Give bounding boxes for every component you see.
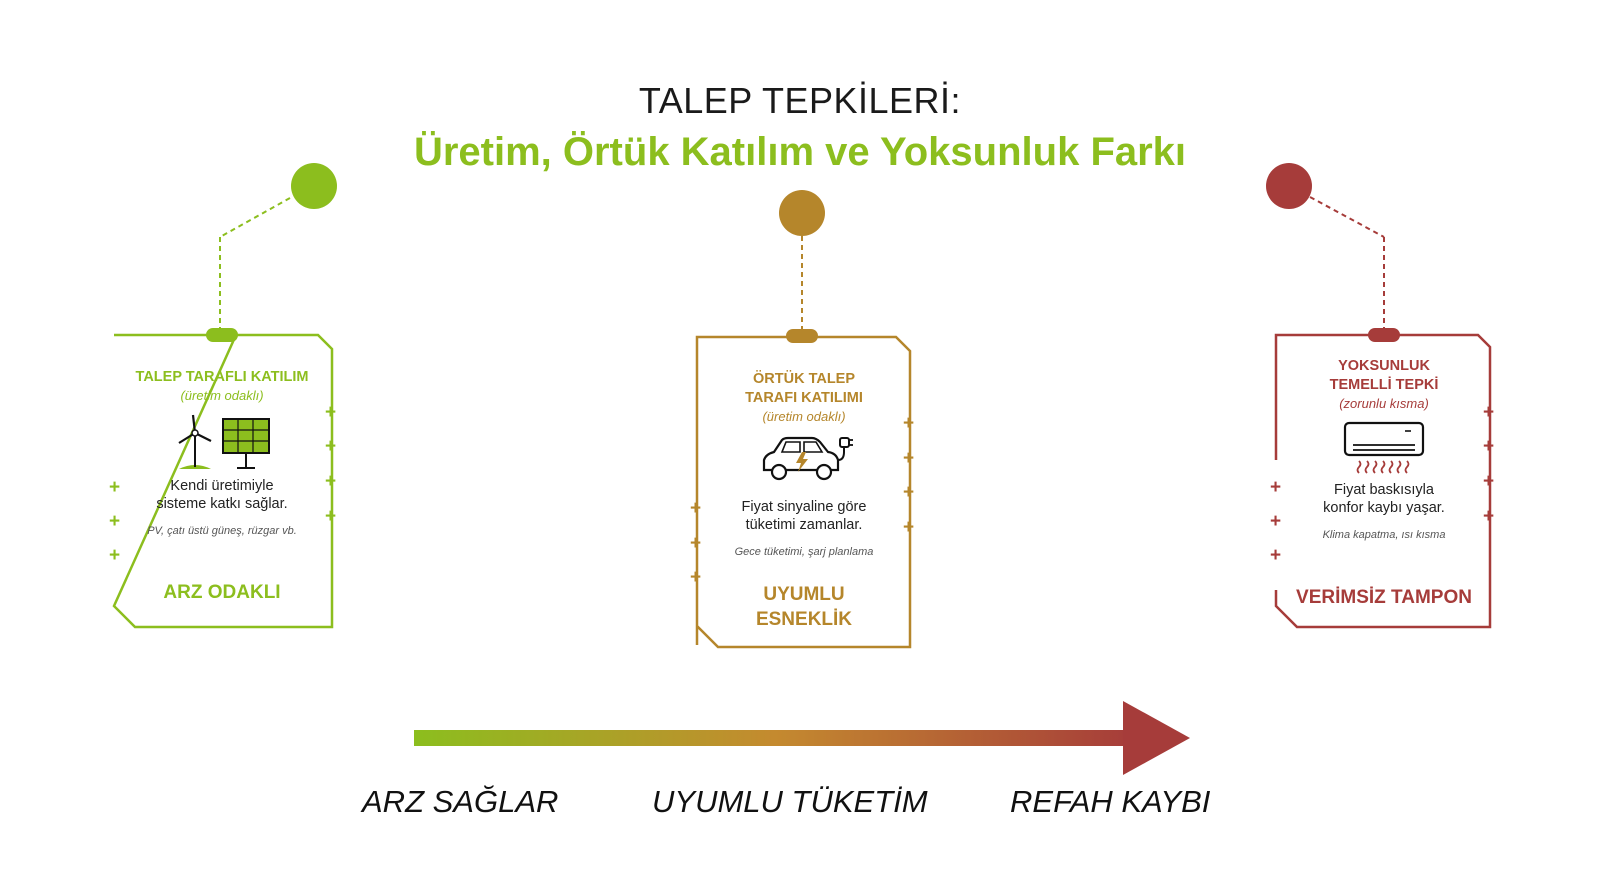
card-middle: ÖRTÜK TALEP TARAFI KATILIMI (üretim odak… <box>700 370 908 645</box>
svg-text:+: + <box>325 506 336 527</box>
electric-car-icon <box>700 430 908 486</box>
middle-connector-pill <box>786 329 818 343</box>
svg-text:+: + <box>1270 477 1281 498</box>
air-conditioner-heat-icon <box>1280 419 1488 479</box>
svg-text:+: + <box>1483 471 1494 492</box>
left-card-frame <box>112 333 334 629</box>
svg-text:+: + <box>325 402 336 423</box>
card-middle-description: Fiyat sinyaline göre tüketimi zamanlar. <box>741 499 867 533</box>
middle-card-frame <box>695 335 912 649</box>
svg-text:+: + <box>690 567 701 588</box>
right-node-circle <box>1266 163 1312 209</box>
svg-text:+: + <box>1270 511 1281 532</box>
left-node-circle <box>291 163 337 209</box>
middle-connector <box>779 190 825 343</box>
svg-text:+: + <box>690 533 701 554</box>
card-right: YOKSUNLUK TEMELLİ TEPKİ (zorunlu kısma) … <box>1280 357 1488 627</box>
axis-label-middle: UYUMLU TÜKETİM <box>652 784 928 819</box>
card-middle-heading: ÖRTÜK TALEP TARAFI KATILIMI <box>745 371 863 406</box>
card-right-result: VERİMSİZ TAMPON <box>1296 587 1472 608</box>
card-right-heading: YOKSUNLUK TEMELLİ TEPKİ <box>1329 358 1439 393</box>
svg-text:+: + <box>325 436 336 457</box>
svg-text:+: + <box>1483 436 1494 457</box>
axis-arrow <box>414 701 1190 775</box>
axis-arrowhead <box>1123 701 1190 775</box>
title-line-2: Üretim, Örtük Katılım ve Yoksunluk Farkı <box>413 130 1187 174</box>
svg-text:+: + <box>109 511 120 532</box>
right-connector-pill <box>1368 328 1400 342</box>
svg-text:+: + <box>109 477 120 498</box>
card-left-note: PV, çatı üstü güneş, rüzgar vb. <box>147 525 297 537</box>
svg-text:+: + <box>903 448 914 469</box>
card-middle-subtitle: (üretim odaklı) <box>762 409 846 424</box>
card-right-note: Klima kapatma, ısı kısma <box>1322 529 1446 541</box>
wind-turbine-solar-panel-icon <box>118 411 326 475</box>
card-right-subtitle: (zorunlu kısma) <box>1339 396 1429 411</box>
right-plus-marks: + + + + + + + <box>1270 402 1494 566</box>
svg-text:+: + <box>109 545 120 566</box>
card-left-heading: TALEP TARAFLI KATILIM <box>135 369 309 385</box>
svg-text:+: + <box>903 413 914 434</box>
right-card-frame <box>1274 333 1492 629</box>
middle-plus-marks: + + + + + + + <box>690 413 914 588</box>
middle-node-circle <box>779 190 825 236</box>
card-left-result: ARZ ODAKLI <box>163 582 281 603</box>
svg-text:+: + <box>1270 545 1281 566</box>
left-plus-marks: + + + + + + + <box>109 402 336 566</box>
svg-text:+: + <box>903 517 914 538</box>
svg-text:+: + <box>903 482 914 503</box>
card-middle-note: Gece tüketimi, şarj planlama <box>734 546 874 558</box>
axis-bar <box>414 730 1134 746</box>
svg-text:+: + <box>325 471 336 492</box>
svg-text:+: + <box>1483 506 1494 527</box>
svg-text:+: + <box>1483 402 1494 423</box>
left-connector <box>206 163 337 342</box>
card-middle-result: UYUMLU ESNEKLİK <box>755 584 853 630</box>
card-left: TALEP TARAFLI KATILIM (üretim odaklı) Ke… <box>118 368 326 627</box>
right-connector <box>1266 163 1400 342</box>
left-connector-pill <box>206 328 238 342</box>
card-right-description: Fiyat baskısıyla konfor kaybı yaşar. <box>1323 482 1445 516</box>
svg-text:+: + <box>690 498 701 519</box>
axis-label-left: ARZ SAĞLAR <box>362 784 559 819</box>
card-left-description: Kendi üretimiyle sisteme katkı sağlar. <box>156 478 288 512</box>
card-left-subtitle: (üretim odaklı) <box>180 388 264 403</box>
title-line-1: TALEP TEPKİLERİ: <box>638 80 962 121</box>
axis-label-right: REFAH KAYBI <box>1010 784 1211 819</box>
